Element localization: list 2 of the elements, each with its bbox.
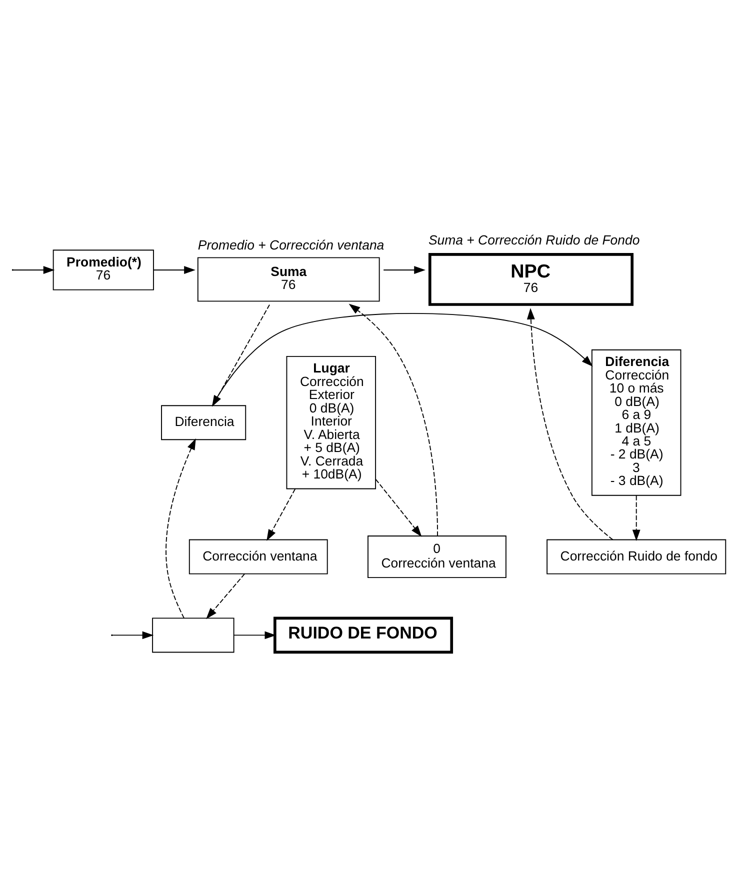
node-label: Suma + Corrección Ruido de Fondo xyxy=(428,232,640,248)
node-label: Promedio + Corrección ventana xyxy=(198,237,384,252)
